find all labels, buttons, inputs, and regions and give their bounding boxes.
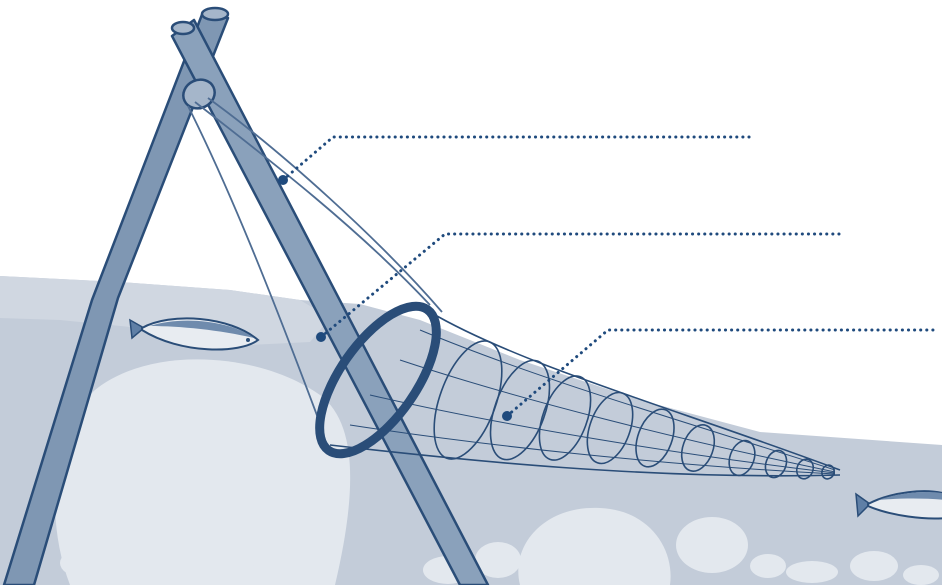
pebble	[850, 551, 898, 581]
leader-pole	[283, 137, 750, 180]
pebble	[750, 554, 786, 578]
pebble	[256, 553, 296, 579]
callout-dot-pole	[278, 175, 288, 185]
pebble	[206, 540, 256, 576]
fish-eye	[246, 338, 250, 342]
pebble	[786, 561, 838, 583]
pebble	[109, 560, 143, 582]
pole-top-end	[202, 8, 228, 20]
pebble	[60, 549, 104, 577]
pebble	[903, 565, 939, 585]
pole-top-end	[172, 22, 194, 34]
large-boulder	[55, 359, 350, 585]
callout-dot-net	[502, 411, 512, 421]
pebble	[676, 517, 748, 573]
callout-dot-water	[316, 332, 326, 342]
